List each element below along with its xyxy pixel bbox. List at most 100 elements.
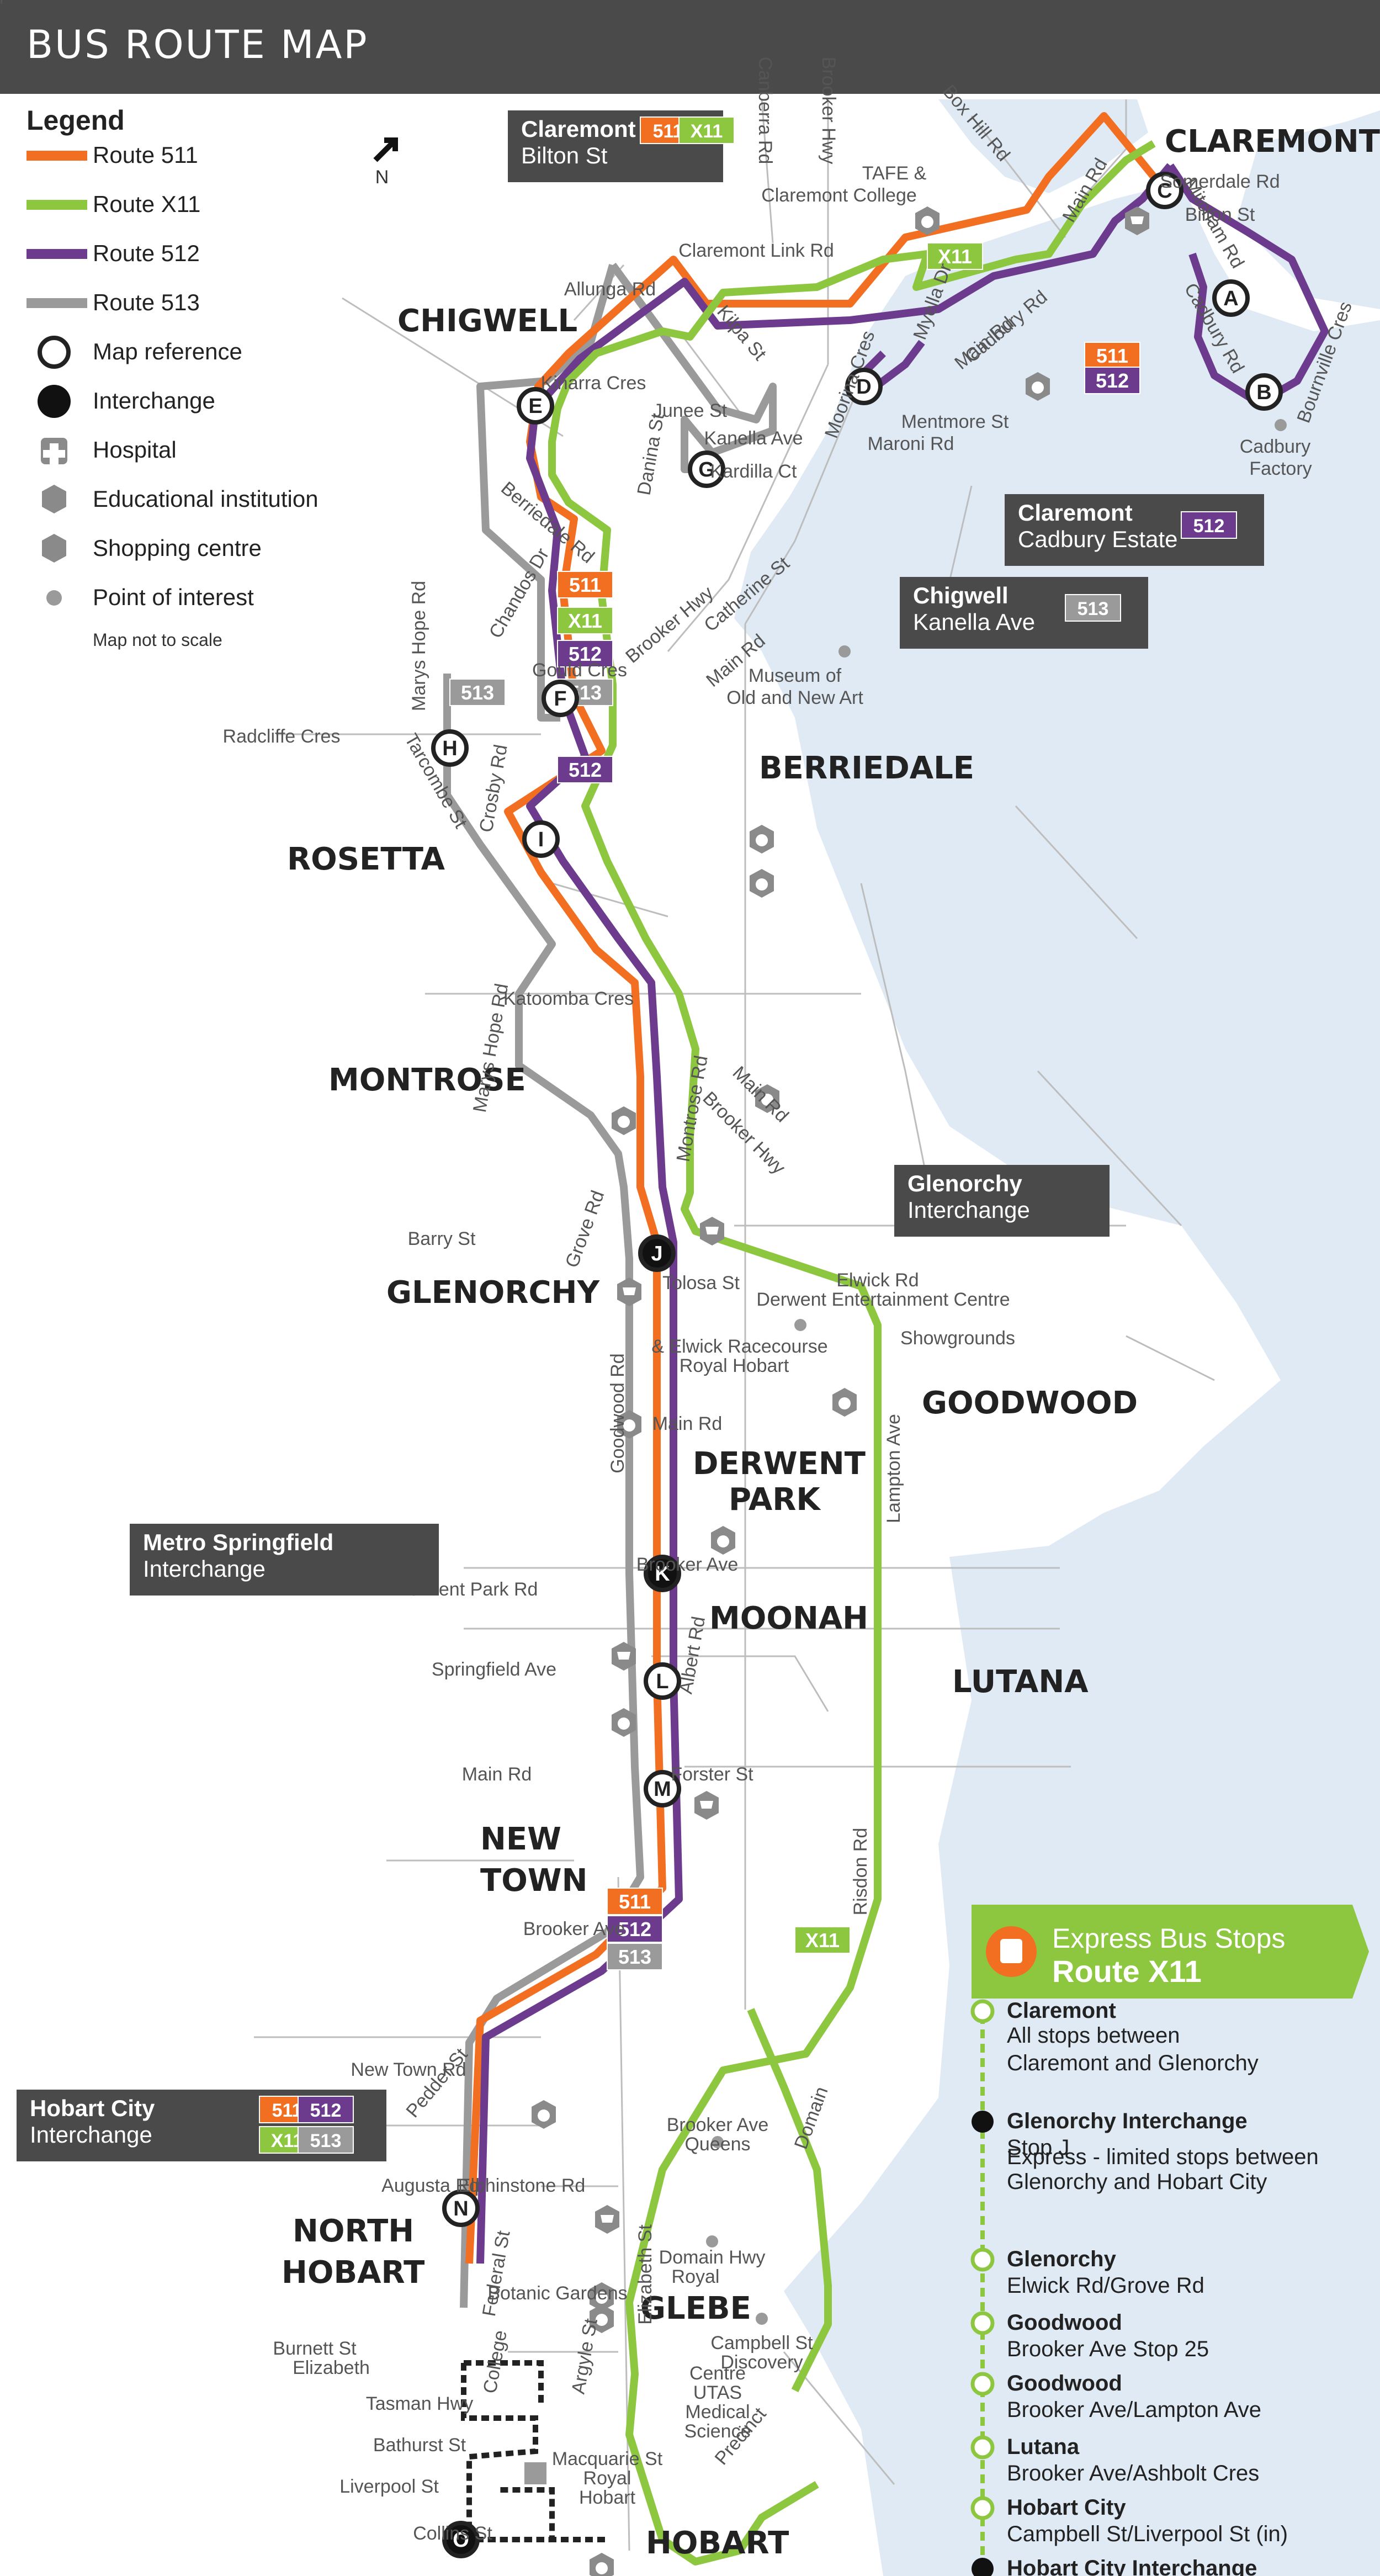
- callout-subtitle: Interchange: [143, 1556, 266, 1582]
- map-ref-b: B: [1245, 373, 1283, 411]
- map-ref-n: N: [442, 2190, 480, 2227]
- street-line: [970, 115, 1066, 238]
- street-label: Factory: [1249, 458, 1312, 479]
- street-label: Katoomba Cres: [503, 988, 634, 1009]
- suburb-label: LUTANA: [952, 1664, 1089, 1700]
- callout-title: Glenorchy: [907, 1170, 1022, 1196]
- header-bar: [0, 0, 1380, 94]
- street-line: [1015, 805, 1138, 940]
- route-badge-label: 512: [1096, 369, 1129, 392]
- express-header-box: [972, 1905, 1369, 1999]
- street-label: Marys Hope Rd: [408, 581, 429, 711]
- edu-icon-mark: [538, 2109, 550, 2122]
- street-label: Hobart: [579, 2487, 636, 2508]
- shopping-centre-icon: [1125, 206, 1149, 235]
- route-badge-512: [557, 640, 613, 667]
- legend-item: Route 513: [26, 289, 200, 315]
- street-label: Elizabeth St: [635, 2224, 656, 2325]
- north-arrow-icon: [373, 137, 398, 162]
- edu-icon-mark: [596, 2292, 608, 2304]
- street-label: New Town Rd: [351, 2059, 466, 2080]
- map-reference-marker: [517, 387, 554, 425]
- street-label: Forster St: [671, 1764, 753, 1785]
- street-label: Maroni Rd: [868, 433, 954, 454]
- legend-item: Route 512: [26, 240, 200, 266]
- route-badge-x11: [794, 1926, 851, 1954]
- callout-route-label: 512: [1193, 516, 1225, 537]
- express-stop-name: Lutana: [1007, 2435, 1080, 2459]
- street-label: Goodwood Rd: [607, 1353, 628, 1473]
- map-ref-a: A: [1212, 279, 1250, 317]
- educational-institution-icon: [915, 206, 940, 235]
- express-interchange-marker: [972, 2111, 994, 2133]
- legend-item-label: Route 511: [93, 142, 198, 168]
- map-reference-icon: [38, 336, 71, 369]
- street-label: Radcliffe Cres: [223, 726, 341, 747]
- hobart-city-loop: [461, 2360, 607, 2542]
- map-reference-marker: [431, 729, 469, 767]
- express-stop-marker: [970, 2372, 995, 2396]
- educational-institution-icon: [42, 485, 66, 513]
- street-label: Mentmore St: [901, 411, 1009, 432]
- route-badge-label: 512: [569, 643, 602, 665]
- street-label: Lampton Ave: [883, 1414, 904, 1523]
- shopping-centre-icon: [694, 1791, 719, 1820]
- bus-icon-body: [1000, 1939, 1022, 1963]
- street-label: Domain Hwy: [659, 2247, 766, 2268]
- street-label: Collins St: [413, 2523, 492, 2544]
- map-ref-letter: C: [1157, 179, 1172, 203]
- map-ref-letter: M: [654, 1778, 671, 1801]
- edu-icon-mark: [623, 1419, 635, 1432]
- callout-title: Metro Springfield: [143, 1529, 333, 1555]
- street-label: Macquarie St: [552, 2448, 663, 2469]
- map-reference-marker: [442, 2190, 480, 2227]
- map-ref-i: I: [522, 820, 560, 858]
- express-title: Express Bus Stops: [1052, 1923, 1285, 1954]
- shop-cart-mark: [617, 1652, 630, 1660]
- shop-cart-mark: [623, 1287, 636, 1295]
- callout-route-label: 513: [310, 2130, 342, 2151]
- legend-item-label: Route 512: [93, 240, 200, 266]
- suburb-label: GOODWOOD: [922, 1385, 1138, 1421]
- route-badge-511: [557, 571, 613, 598]
- legend-swatch: [26, 151, 87, 161]
- street-line: [678, 331, 746, 420]
- route-badge-label: 513: [461, 681, 494, 704]
- route-badge-label: X11: [805, 1929, 840, 1952]
- shopping-centre-icon: [700, 1217, 724, 1245]
- map-reference-marker: [542, 680, 579, 717]
- express-stop-desc: Express - limited stops between: [1007, 2145, 1319, 2169]
- map-reference-marker: [1212, 279, 1250, 317]
- express-stop-name: Claremont: [1007, 1999, 1116, 2023]
- express-stop-marker: [970, 2248, 995, 2272]
- educational-institution-icon: [590, 2304, 614, 2333]
- map-ref-letter: D: [856, 375, 871, 399]
- express-stop-name: Goodwood: [1007, 2310, 1122, 2335]
- legend-item-label: Shopping centre: [93, 535, 262, 561]
- icons-layer: [524, 206, 1287, 2576]
- legend-item: Route 511: [26, 142, 198, 168]
- street-label: Old and New Art: [726, 687, 863, 708]
- legend-item: Map reference: [38, 336, 242, 369]
- legend-swatch: [26, 249, 87, 259]
- callout-subtitle: Kanella Ave: [913, 609, 1035, 635]
- street-label: Royal: [672, 2266, 720, 2287]
- interchange-icon: [38, 385, 71, 418]
- callout-subtitle: Bilton St: [521, 142, 608, 168]
- street-label: Claremont Link Rd: [678, 240, 834, 261]
- shop-cart-mark: [700, 1801, 713, 1809]
- street-label: Liverpool St: [339, 2476, 439, 2497]
- suburb-label: ROSETTA: [287, 841, 445, 877]
- street-label: Main Rd: [462, 1764, 532, 1785]
- street-line: [860, 883, 928, 1182]
- callout-route-label: 513: [1078, 598, 1109, 619]
- street-label: Elphinstone Rd: [458, 2175, 586, 2196]
- street-label: Campbell St: [710, 2333, 813, 2354]
- route-badge-513: [449, 679, 506, 706]
- edu-icon-mark: [756, 834, 768, 846]
- express-stop-desc: Elwick Rd/Grove Rd: [1007, 2273, 1204, 2298]
